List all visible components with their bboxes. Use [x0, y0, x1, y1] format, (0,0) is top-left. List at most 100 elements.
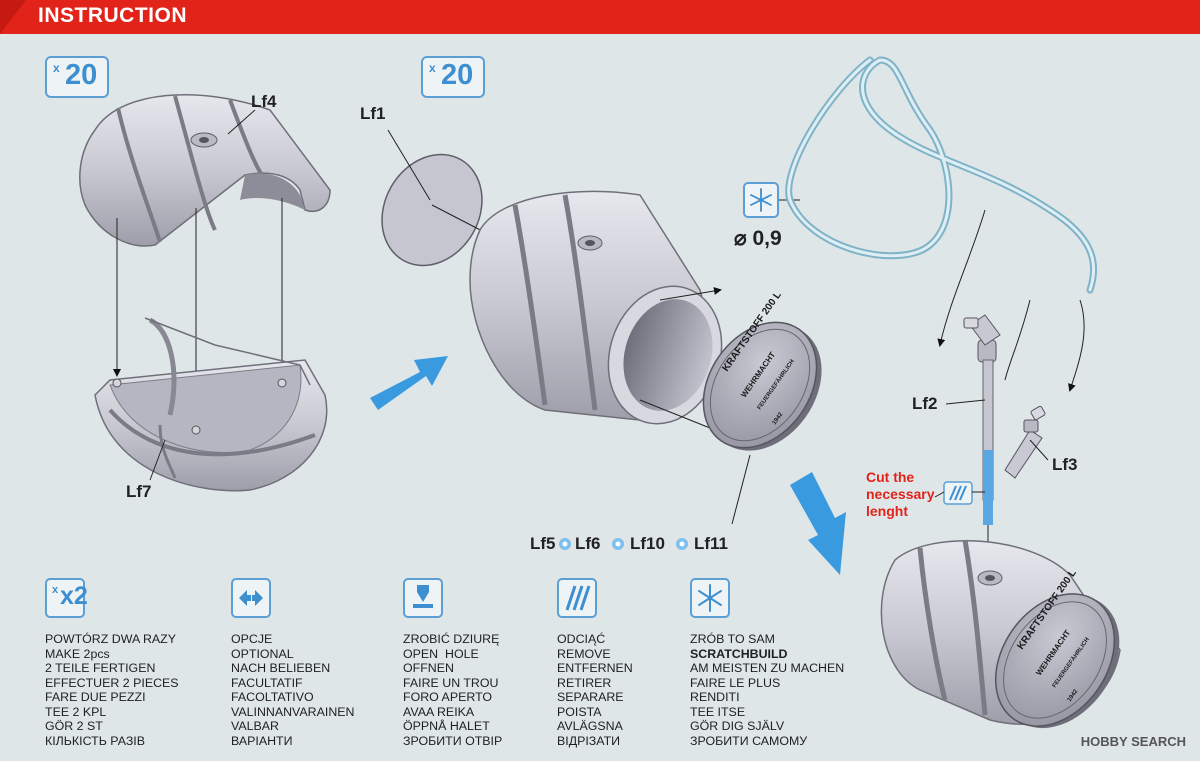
drum-half-lower-lf7: [94, 317, 328, 492]
guide-wire-3: [1004, 299, 1031, 381]
cut-off-icon-step3: [943, 481, 973, 505]
header-bar: INSTRUCTION: [0, 0, 1200, 34]
quantity-value: 20: [441, 59, 474, 91]
cut-off-icon: [557, 578, 597, 618]
legend-line: ЗРОБИТИ САМОМУ: [690, 733, 808, 748]
watermark: HOBBY SEARCH: [1080, 734, 1186, 749]
x2-icon-text: x2: [60, 582, 88, 610]
legend-line: ВАРІАНТИ: [231, 733, 293, 748]
part-label-lf5: Lf5: [530, 534, 556, 553]
guide-bottom-2: [639, 399, 722, 434]
legend-line: AVLÄGSNA: [557, 719, 623, 733]
direction-arrow-1: [370, 356, 448, 410]
part-label-lf11: Lf11: [694, 534, 729, 553]
part-label-lf10: Lf10: [630, 534, 665, 553]
legend-line: MAKE 2pcs: [45, 646, 110, 661]
cut-note-line: necessary: [866, 486, 935, 502]
guide-bottom-1: [659, 287, 722, 301]
legend-line: ЗРОБИТИ ОТВІР: [403, 733, 503, 748]
legend-line: ÖPPNÅ HALET: [403, 719, 490, 733]
lid-lf1: [381, 153, 483, 267]
legend-line: SCRATCHBUILD: [690, 646, 788, 661]
legend-line: OPTIONAL: [231, 646, 294, 661]
legend-line: OFFNEN: [403, 661, 454, 675]
leader-lf5: [731, 454, 751, 525]
legend-line: FORO APERTO: [403, 690, 493, 704]
legend-line: AM MEISTEN ZU MACHEN: [690, 661, 845, 675]
optional-icon: [231, 578, 271, 618]
x2-icon: x x2: [45, 578, 88, 618]
legend-line: FAIRE LE PLUS: [690, 675, 781, 690]
page-title: INSTRUCTION: [38, 4, 187, 27]
legend-line: VALINNANVARAINEN: [231, 704, 355, 719]
legend-line: SEPARARE: [557, 690, 624, 704]
diameter-value: 0,9: [752, 227, 782, 250]
quantity-badge-step1: x 20: [45, 56, 109, 98]
header-corner: [0, 0, 26, 34]
legend-line: FACULTATIF: [231, 675, 303, 690]
part-label-lf4: Lf4: [251, 92, 277, 111]
legend-line: ODCIĄĆ: [557, 632, 606, 646]
legend-line: RENDITI: [690, 690, 740, 704]
legend-line: OPEN HOLE: [403, 646, 479, 661]
legend-line: POWTÓRZ DWA RAZY: [45, 632, 177, 646]
part-label-lf2: Lf2: [912, 394, 938, 413]
drum-bottom-stamped: [702, 321, 822, 451]
pump-fitting-lf2: [963, 314, 1001, 525]
legend-line: GÖR 2 ST: [45, 719, 103, 733]
diameter-icon: ⌀: [734, 227, 747, 250]
legend-line: ZROBIĆ DZIURĘ: [403, 632, 500, 646]
part-label-lf6: Lf6: [575, 534, 601, 553]
cut-note-line: Cut the: [866, 469, 915, 485]
legend-line: RETIRER: [557, 675, 612, 690]
legend-line: FARE DUE PEZZI: [45, 690, 146, 704]
legend-line: NACH BELIEBEN: [231, 661, 331, 675]
direction-arrow-2: [790, 472, 846, 575]
guide-wire-1: [937, 209, 986, 347]
quantity-badge-step2: x 20: [421, 56, 485, 98]
scratchbuild-icon-step3: [743, 182, 779, 218]
scratchbuild-icon: [690, 578, 730, 618]
part-label-lf1: Lf1: [360, 104, 386, 123]
quantity-x: x: [429, 61, 436, 75]
legend-line: 2 TEILE FERTIGEN: [45, 661, 156, 675]
quantity-value: 20: [65, 59, 98, 91]
cut-note: Cut the necessary lenght: [866, 469, 935, 520]
legend-line: КІЛЬКІСТЬ РАЗІВ: [45, 733, 146, 748]
legend-line: TEE 2 KPL: [45, 704, 107, 719]
legend-line: FAIRE UN TROU: [403, 675, 499, 690]
legend-line: GÖR DIG SJÄLV: [690, 719, 785, 733]
legend-line: FACOLTATIVO: [231, 690, 314, 704]
legend-line: ВІДРІЗАТИ: [557, 733, 621, 748]
legend-line: EFFECTUER 2 PIECES: [45, 675, 179, 690]
legend-line: VALBAR: [231, 719, 279, 733]
legend-line: OPCJE: [231, 632, 273, 646]
parts-separator-icons: [559, 538, 688, 550]
drum-half-upper-lf4: [79, 93, 331, 247]
leader-lf7: [149, 439, 166, 481]
leader-lf2: [945, 399, 986, 405]
legend-line: ENTFERNEN: [557, 661, 633, 675]
legend-line: POISTA: [557, 704, 602, 719]
leader-lf3: [1029, 439, 1049, 461]
leader-lf1: [387, 129, 431, 201]
drill-hole-icon: [403, 578, 443, 618]
legend-line: TEE ITSE: [690, 704, 746, 719]
part-label-lf3: Lf3: [1052, 455, 1078, 474]
guide-wire-2: [1068, 299, 1085, 392]
drum-body-step2: [469, 190, 723, 425]
part-label-lf7: Lf7: [126, 482, 152, 501]
nozzle-lf3: [1004, 405, 1046, 479]
legend-line: REMOVE: [557, 646, 611, 661]
legend-line: AVAA REIKA: [403, 704, 475, 719]
legend-line: ZRÓB TO SAM: [690, 632, 775, 646]
diameter-label: ⌀ 0,9: [734, 226, 782, 251]
cut-note-line: lenght: [866, 503, 908, 519]
drum-final: [880, 539, 1121, 729]
